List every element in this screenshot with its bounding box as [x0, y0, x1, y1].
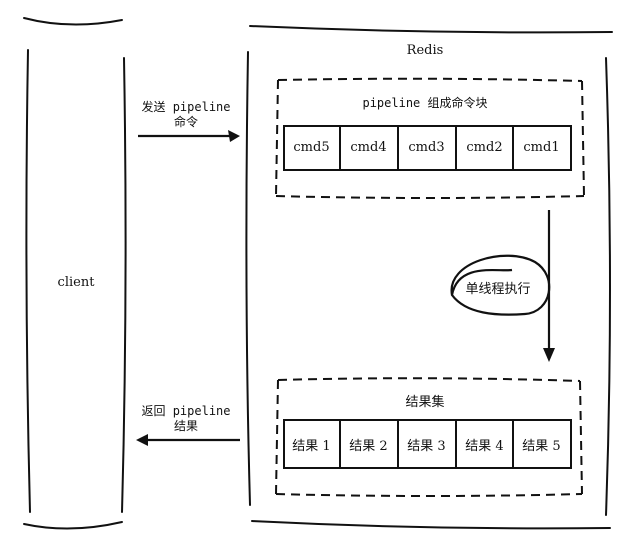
result-block-title: 结果集 — [405, 395, 445, 410]
execution-label: 单线程执行 — [465, 282, 531, 297]
result-cell: 结果 2 — [349, 438, 388, 454]
send-arrow-label: 发送 pipeline 命令 — [128, 100, 244, 130]
command-cell: cmd1 — [523, 139, 560, 155]
redis-container — [245, 25, 613, 530]
command-block-title: pipeline 组成命令块 — [362, 96, 488, 110]
result-cell: 结果 4 — [465, 438, 504, 454]
redis-top-edge — [249, 25, 613, 34]
send-label-line1: 发送 pipeline — [141, 100, 231, 114]
client-bottom-edge — [23, 521, 123, 530]
redis-left-edge — [245, 51, 251, 506]
command-cell: cmd5 — [293, 139, 330, 155]
result-cell: 结果 5 — [522, 438, 561, 454]
client-right-edge — [121, 57, 127, 513]
client-column — [23, 17, 127, 530]
result-cells — [283, 419, 572, 469]
return-arrow — [136, 434, 240, 446]
redis-title: Redis — [406, 43, 444, 58]
return-label-line2: 结果 — [173, 419, 198, 433]
client-top-edge — [23, 17, 123, 26]
command-cells — [283, 125, 572, 171]
command-cell: cmd2 — [466, 139, 503, 155]
client-label: client — [57, 275, 95, 290]
command-cell: cmd4 — [350, 139, 387, 155]
send-label-line2: 命令 — [173, 115, 198, 129]
return-label-line1: 返回 pipeline — [141, 404, 231, 418]
command-block-frame — [275, 77, 585, 199]
client-left-edge — [25, 49, 31, 513]
execution-loop — [450, 254, 551, 316]
redis-right-edge — [605, 57, 611, 516]
result-block-frame — [275, 377, 583, 497]
redis-bottom-edge — [251, 520, 611, 530]
result-cell: 结果 1 — [292, 438, 331, 454]
result-cell: 结果 3 — [407, 438, 446, 454]
return-arrow-label: 返回 pipeline 结果 — [128, 404, 244, 434]
send-arrow — [138, 130, 240, 142]
command-cell: cmd3 — [408, 139, 445, 155]
